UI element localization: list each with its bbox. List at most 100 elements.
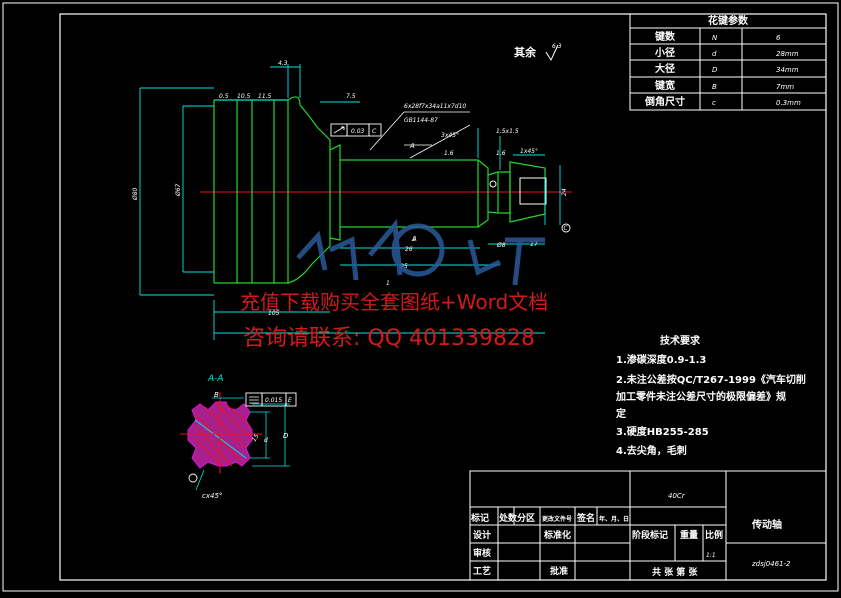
dim-text: 1x45° <box>520 148 538 155</box>
spline-section-view <box>180 392 262 474</box>
stage-label: 阶段标记 <box>632 529 668 541</box>
spline-row-label: 倒角尺寸 <box>644 95 685 108</box>
dimension-lines <box>139 64 561 340</box>
spline-row-symbol: c <box>712 99 716 107</box>
section-datum-icon <box>188 473 198 483</box>
drawing-number: zdsj0461-2 <box>751 560 791 568</box>
spline-table-title: 花键参数 <box>708 14 749 27</box>
dim-text: 105 <box>268 310 280 317</box>
tech-requirement-item: 加工零件未注公差尺寸的极限偏差》规 <box>616 392 786 403</box>
section-title: A-A <box>207 374 224 384</box>
runout-value: 0.03 <box>351 128 365 135</box>
roughness-symbol-icon <box>545 44 559 62</box>
row-design: 设计 <box>473 529 491 541</box>
spline-table-rows: 键数 N 6 小径 d 28mm 大径 D 34mm 键宽 B 7mm 倒角尺寸… <box>644 30 801 108</box>
row-process: 工艺 <box>473 565 491 577</box>
spline-row-label: 键宽 <box>654 79 675 92</box>
spline-row-value: 28mm <box>776 50 799 58</box>
dim-text: 26 <box>405 246 413 253</box>
col-label: 处数 <box>498 512 518 524</box>
runout-tolerance-frame <box>330 123 382 137</box>
logo-watermark <box>296 218 545 286</box>
dim-text: 1.5x1.5 <box>496 128 519 135</box>
shaft-outline <box>213 96 546 284</box>
watermark-line-2: 咨询请联系: QQ 401339828 <box>243 326 536 351</box>
roughness-note-value: 6.3 <box>552 43 562 50</box>
datum-circle-icon <box>561 223 571 233</box>
spline-row-label: 小径 <box>654 46 675 59</box>
dim-text: 4.3 <box>278 60 288 67</box>
spline-row-label: 大径 <box>655 62 675 75</box>
section-dims <box>195 397 290 491</box>
spline-row-value: 7mm <box>776 83 794 91</box>
row-standard: 标准化 <box>543 529 571 541</box>
spline-row-symbol: d <box>712 50 717 58</box>
centre-hole-circle <box>489 180 497 188</box>
dim-text: 0.5 <box>219 93 229 100</box>
dim-text: 1 <box>412 236 416 243</box>
dim-text: 1 <box>386 280 390 287</box>
section-mark-bottom: A <box>411 235 417 243</box>
spline-row-symbol: N <box>712 34 718 42</box>
stage-label: 比例 <box>705 529 723 541</box>
sheet-text: 共 张 第 张 <box>652 566 698 578</box>
spline-row-value: 6 <box>776 34 781 42</box>
row-review: 审核 <box>473 547 491 559</box>
part-name: 传动轴 <box>751 518 782 531</box>
tech-requirement-item: 1.渗碳深度0.9-1.3 <box>616 355 707 366</box>
tech-requirement-item: 4.去尖角，毛刺 <box>616 446 687 457</box>
leader-lines <box>369 111 471 159</box>
spline-row-symbol: B <box>712 83 717 91</box>
dim-text: 3x45° <box>441 132 459 139</box>
col-label: 年、月、日 <box>599 515 629 523</box>
spline-callout-line2: GB1144-87 <box>404 117 438 124</box>
col-label: 分区 <box>517 512 535 524</box>
dim-text: 10.5 <box>237 93 251 100</box>
section-tol-value: 0.015 <box>265 397 282 404</box>
roughness-note-text: 其余 <box>514 45 537 59</box>
section-dim-d: D <box>283 432 289 440</box>
inner-frame <box>59 13 827 581</box>
section-chamfer: cx45° <box>202 492 222 500</box>
row-approve: 批准 <box>550 565 568 577</box>
dimension-texts: 4.3 0.5 10.5 11.5 7.5 3x45° 1.6 1.5x1.5 … <box>132 60 568 317</box>
symmetry-icon <box>249 396 259 404</box>
spline-row-value: 34mm <box>776 66 799 74</box>
datum-circle-label: C <box>564 225 569 232</box>
stage-label: 重量 <box>680 529 698 541</box>
tech-requirement-item: 2.未注公差按QC/T267-1999《汽车切削 <box>616 375 806 386</box>
section-tol-ref: E <box>288 397 292 404</box>
spline-row-value: 0.3mm <box>776 99 801 107</box>
section-b-label: B <box>214 391 219 399</box>
dim-text: 1.6 <box>444 150 454 157</box>
scale-value: 1:1 <box>706 552 716 559</box>
title-block-texts: 40Cr 传动轴 zdsj0461-2 1:1 标记 处数 分区 更改文件号 签… <box>470 492 791 578</box>
spline-callout-line1: 6x28f7x34a11x7d10 <box>404 103 466 110</box>
section-tol-box-3 <box>285 392 297 407</box>
section-dim-a: 15 <box>251 433 261 443</box>
dim-text: 7.5 <box>346 93 356 100</box>
dim-text: 11.5 <box>258 93 272 100</box>
tech-requirements-title: 技术要求 <box>660 336 700 347</box>
dim-text: Ø8 <box>496 242 506 249</box>
material-label: 40Cr <box>668 492 686 500</box>
col-label: 标记 <box>470 512 489 524</box>
tech-requirement-item: 3.硬度HB255-285 <box>616 427 709 438</box>
spline-table <box>629 13 827 111</box>
dim-text: 24 <box>561 188 568 196</box>
col-label: 签名 <box>576 512 595 524</box>
dim-text: 17 <box>530 241 538 248</box>
title-block-grid <box>469 470 827 581</box>
section-mark-top: A <box>409 142 415 150</box>
col-label: 更改文件号 <box>542 515 572 523</box>
dim-text: Ø80 <box>132 187 139 201</box>
watermark-line-1: 充值下载购买全套图纸+Word文档 <box>240 290 549 314</box>
shaft-end-bore <box>519 177 547 205</box>
dim-text: Ø67 <box>175 183 182 197</box>
spline-row-label: 键数 <box>654 30 676 43</box>
runout-datum: C <box>372 128 377 135</box>
section-dim-small: d <box>264 437 268 444</box>
